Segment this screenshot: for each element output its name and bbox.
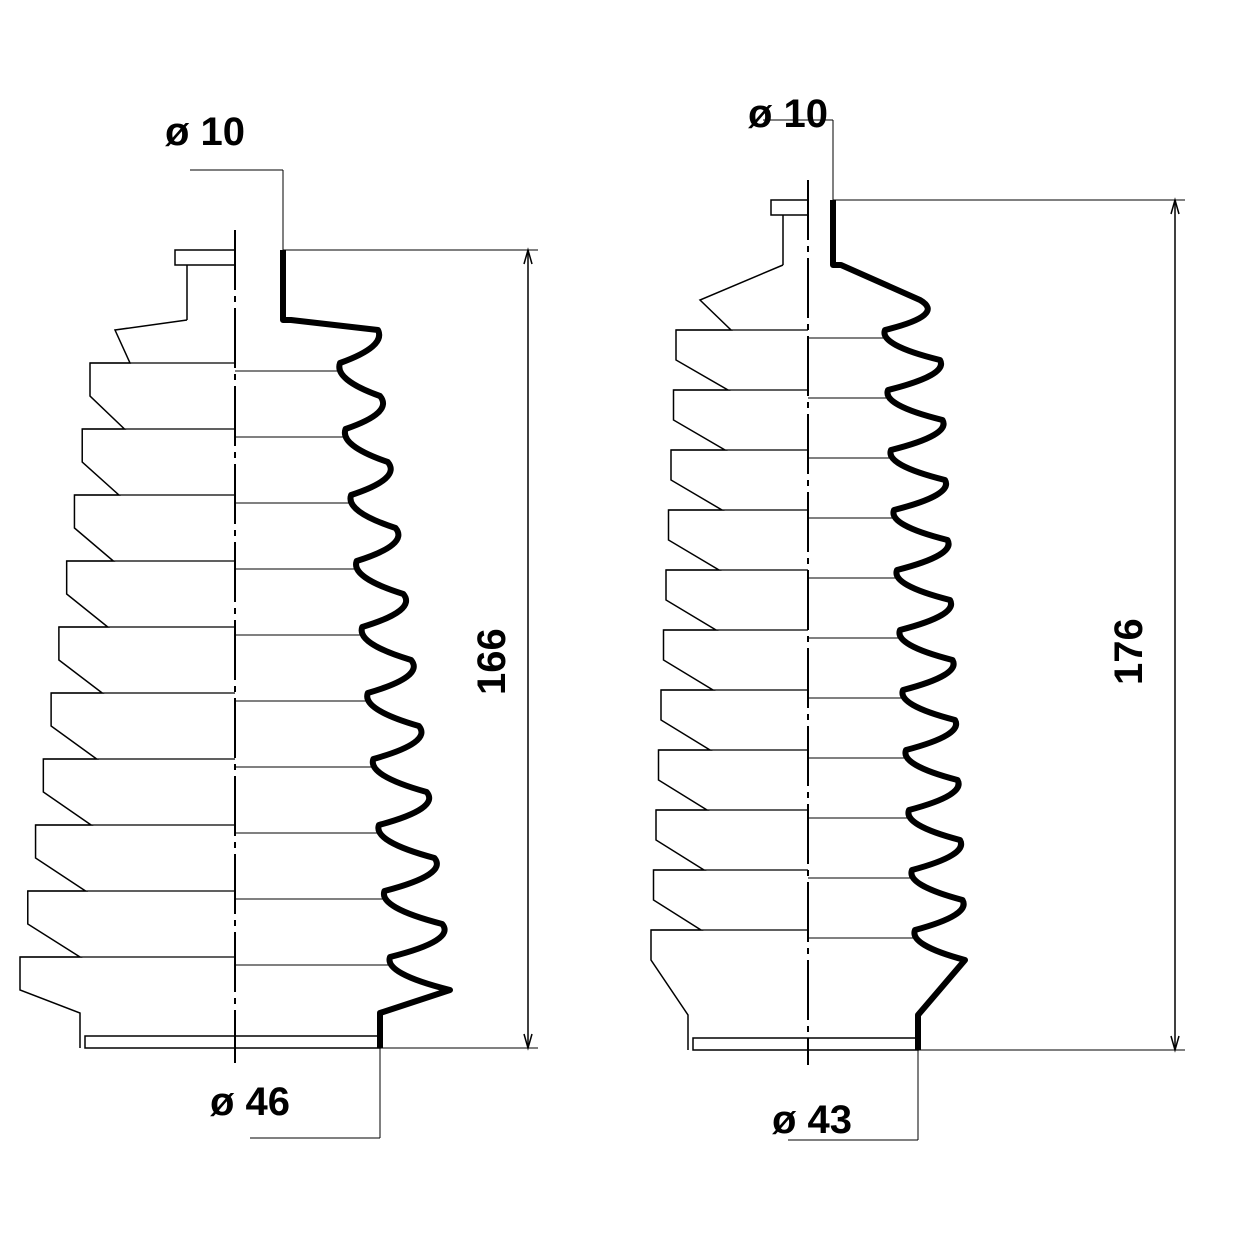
neck-collar xyxy=(770,199,809,216)
bellows-profile-section xyxy=(280,250,453,1048)
bellows-profile-section xyxy=(830,200,968,1050)
bellows-outline-left xyxy=(19,319,188,1048)
left-top-diameter-label: ø 10 xyxy=(165,110,245,154)
left-bellows-boot xyxy=(19,169,538,1139)
right-bottom-diameter-label: ø 43 xyxy=(772,1098,852,1142)
bottom-cuff xyxy=(84,1035,381,1049)
bellows-outline-left xyxy=(650,264,784,1050)
dimension-arrows xyxy=(523,247,533,1051)
bottom-cuff xyxy=(692,1037,919,1051)
dimension-arrows xyxy=(1170,197,1180,1053)
right-length-label: 176 xyxy=(1107,618,1151,685)
neck-collar xyxy=(174,249,236,266)
left-length-label: 166 xyxy=(470,628,514,695)
right-bellows-boot xyxy=(650,119,1185,1141)
right-top-diameter-label: ø 10 xyxy=(748,92,828,136)
left-bottom-diameter-label: ø 46 xyxy=(210,1080,290,1124)
